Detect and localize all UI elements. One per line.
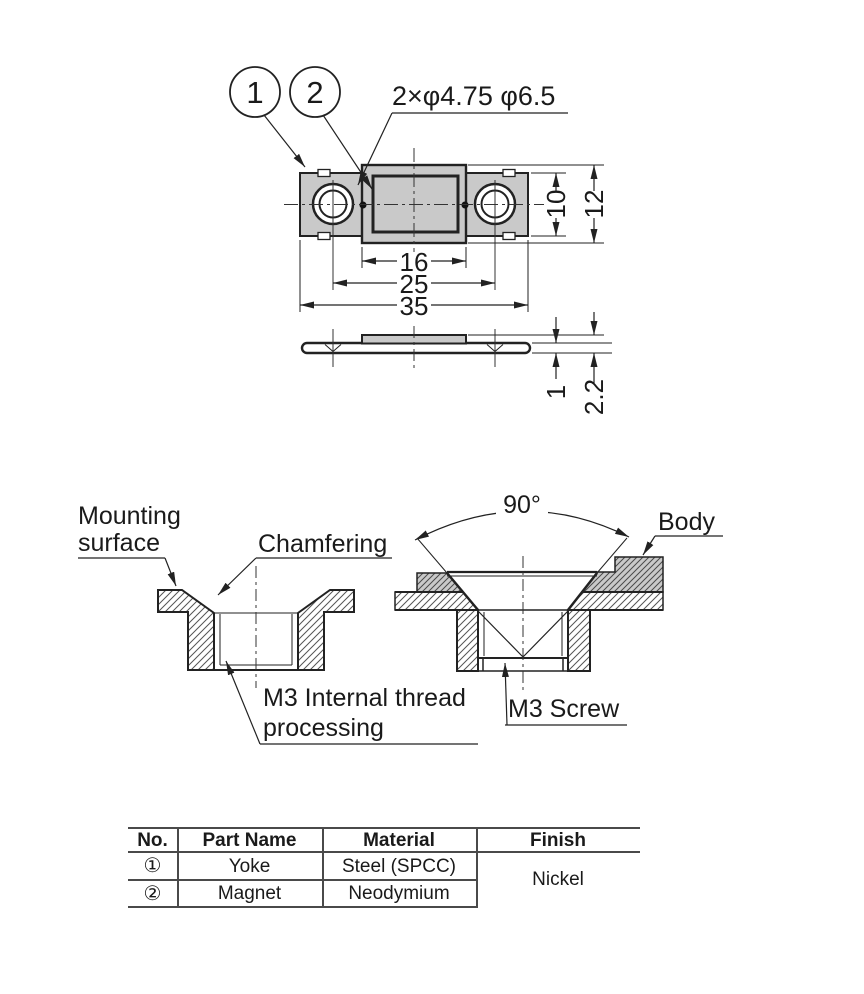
row-2-material: Neodymium [348, 883, 450, 904]
chamfering-label: Chamfering [258, 530, 387, 558]
row-2-part-name: Magnet [217, 883, 282, 904]
callout-1-label: 1 [246, 75, 263, 110]
notch [317, 168, 331, 178]
col-header-part-name: Part Name [202, 829, 297, 851]
dim-2-2: 2.2 [579, 379, 609, 415]
mounting-surface-leader [164, 557, 177, 587]
table-row-separator [128, 879, 476, 881]
section-left-metal [297, 589, 355, 671]
notch [502, 231, 516, 241]
side-view: 1 2.2 [300, 312, 612, 415]
mounting-surface-label-2: surface [78, 529, 160, 557]
chamfering-leader [217, 557, 257, 596]
body-leader [642, 535, 656, 556]
dim-35: 35 [400, 291, 429, 321]
table-border-top [128, 827, 640, 829]
top-view-dimensions: 16 25 35 10 12 [299, 164, 609, 321]
dim-16: 16 [400, 247, 429, 277]
table-border-bottom [128, 906, 476, 908]
body-block-right [580, 556, 664, 593]
body-label: Body [658, 508, 715, 536]
screw-label: M3 Screw [508, 695, 620, 723]
hole-note-leader [357, 112, 393, 186]
boss-wall-right [567, 609, 591, 672]
row-1-part-name: Yoke [228, 855, 271, 877]
thread-leader [225, 660, 261, 745]
mounting-surface-label-1: Mounting [78, 502, 181, 530]
top-view-callouts: 1 2 2×φ4.75 φ6.5 [229, 66, 568, 190]
dim-12: 12 [579, 190, 609, 219]
col-header-finish: Finish [530, 829, 586, 851]
callout-1-leader [263, 114, 306, 168]
thread-label-2: processing [263, 714, 384, 742]
dim-25: 25 [400, 269, 429, 299]
col-header-no: No. [137, 829, 168, 851]
section-left-metal [157, 589, 215, 671]
col-header-material: Material [363, 829, 435, 851]
table-column-line [322, 827, 324, 908]
panel-right [566, 591, 664, 611]
dim-90deg: 90° [503, 491, 541, 519]
table-column-line [476, 827, 478, 908]
finish-value: Nickel [532, 869, 584, 890]
callout-balloon-1 [229, 66, 281, 118]
dim-10: 10 [541, 190, 571, 219]
section-right: 90° Body M3 Screw [394, 491, 723, 726]
screw-leader [501, 662, 509, 726]
row-2-no: ② [143, 882, 162, 905]
thread-label-1: M3 Internal thread [263, 684, 466, 712]
callout-2-label: 2 [306, 75, 323, 110]
boss-wall-left [456, 609, 479, 672]
row-1-no: ① [143, 855, 162, 877]
callout-balloon-2 [289, 66, 341, 118]
dim-1: 1 [541, 385, 571, 399]
top-view [284, 148, 544, 290]
table-header-separator [128, 851, 640, 853]
hole-note: 2×φ4.75 φ6.5 [392, 81, 555, 111]
row-1-material: Steel (SPCC) [341, 855, 457, 877]
notch [502, 168, 516, 178]
parts-table: No. Part Name Material Finish ① Yoke Ste… [128, 827, 640, 909]
table-column-line [177, 827, 179, 908]
notch [317, 231, 331, 241]
section-left: Mounting surface Chamfering M3 Internal … [78, 502, 478, 745]
